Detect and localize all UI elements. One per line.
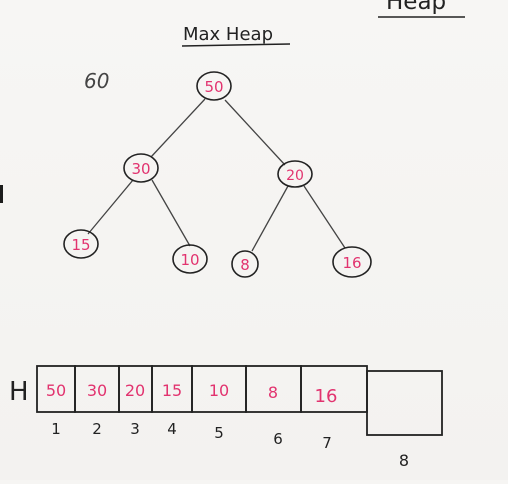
array-cell-value: 15 — [162, 381, 182, 400]
array-cell-value: 30 — [87, 381, 107, 400]
tree-node: 8 — [231, 250, 259, 278]
tree-edge — [87, 179, 134, 235]
array-cell-value: 20 — [125, 381, 145, 400]
side-note: 60 — [84, 69, 109, 93]
tree-node-value: 15 — [71, 236, 90, 254]
tree-node-circle — [277, 160, 313, 188]
array-cell: 8 6 — [245, 365, 302, 448]
tree-node-circle — [196, 71, 232, 101]
tree-node-circle — [231, 250, 259, 278]
array-cell: 10 5 — [191, 365, 247, 442]
tree-node-circle — [172, 244, 208, 274]
array-cell-index: 4 — [167, 420, 177, 438]
tree-node-circle — [332, 246, 372, 278]
array-cell-index: 3 — [130, 420, 140, 438]
array-cell-index: 7 — [322, 434, 332, 452]
array-cell-value: 8 — [268, 383, 278, 402]
diagram-title-underline — [181, 43, 291, 47]
tree-node-value: 16 — [342, 254, 361, 272]
tree-edge — [150, 98, 206, 158]
tree-node: 30 — [123, 153, 159, 183]
tree-node-circle — [63, 229, 99, 259]
array-cell-index: 8 — [399, 451, 409, 470]
array-cell: 20 3 — [118, 365, 153, 438]
array-cell: 30 2 — [74, 365, 120, 438]
tree-node-circle — [123, 153, 159, 183]
tree-node-value: 20 — [286, 168, 304, 184]
tree-node: 20 — [277, 160, 313, 188]
array-cell-value: 16 — [315, 386, 338, 407]
tree-node: 50 — [196, 71, 232, 101]
tree-node-value: 8 — [240, 256, 250, 274]
array-cell-value: 50 — [46, 381, 66, 400]
array-label: H — [9, 377, 29, 407]
board-edge-mark — [0, 185, 3, 203]
array-cell: 15 4 — [151, 365, 193, 438]
tree-edge — [251, 185, 289, 252]
diagram-title: Max Heap — [183, 24, 273, 45]
array-cell-box — [366, 370, 443, 436]
tree-node: 15 — [63, 229, 99, 259]
tree-edges — [87, 98, 346, 252]
tree-node: 16 — [332, 246, 372, 278]
tree-edge — [151, 179, 191, 247]
tree-edge — [303, 185, 346, 249]
array-cell-index: 6 — [273, 430, 283, 448]
tree-node: 10 — [172, 244, 208, 274]
tree-node-value: 50 — [204, 78, 223, 96]
tree-node-value: 30 — [131, 160, 150, 178]
array-cell-index: 5 — [214, 424, 224, 442]
array-cell: 16 7 — [300, 365, 368, 452]
array-cell: 8 — [366, 370, 443, 470]
tree-edge — [224, 99, 286, 166]
tree-node-value: 10 — [180, 251, 199, 269]
array-cell-value: 10 — [209, 381, 229, 400]
array-cell: 50 1 — [36, 365, 76, 438]
array-cell-index: 2 — [92, 420, 102, 438]
array-cell-index: 1 — [51, 420, 61, 438]
corner-title: Heap — [386, 0, 446, 15]
